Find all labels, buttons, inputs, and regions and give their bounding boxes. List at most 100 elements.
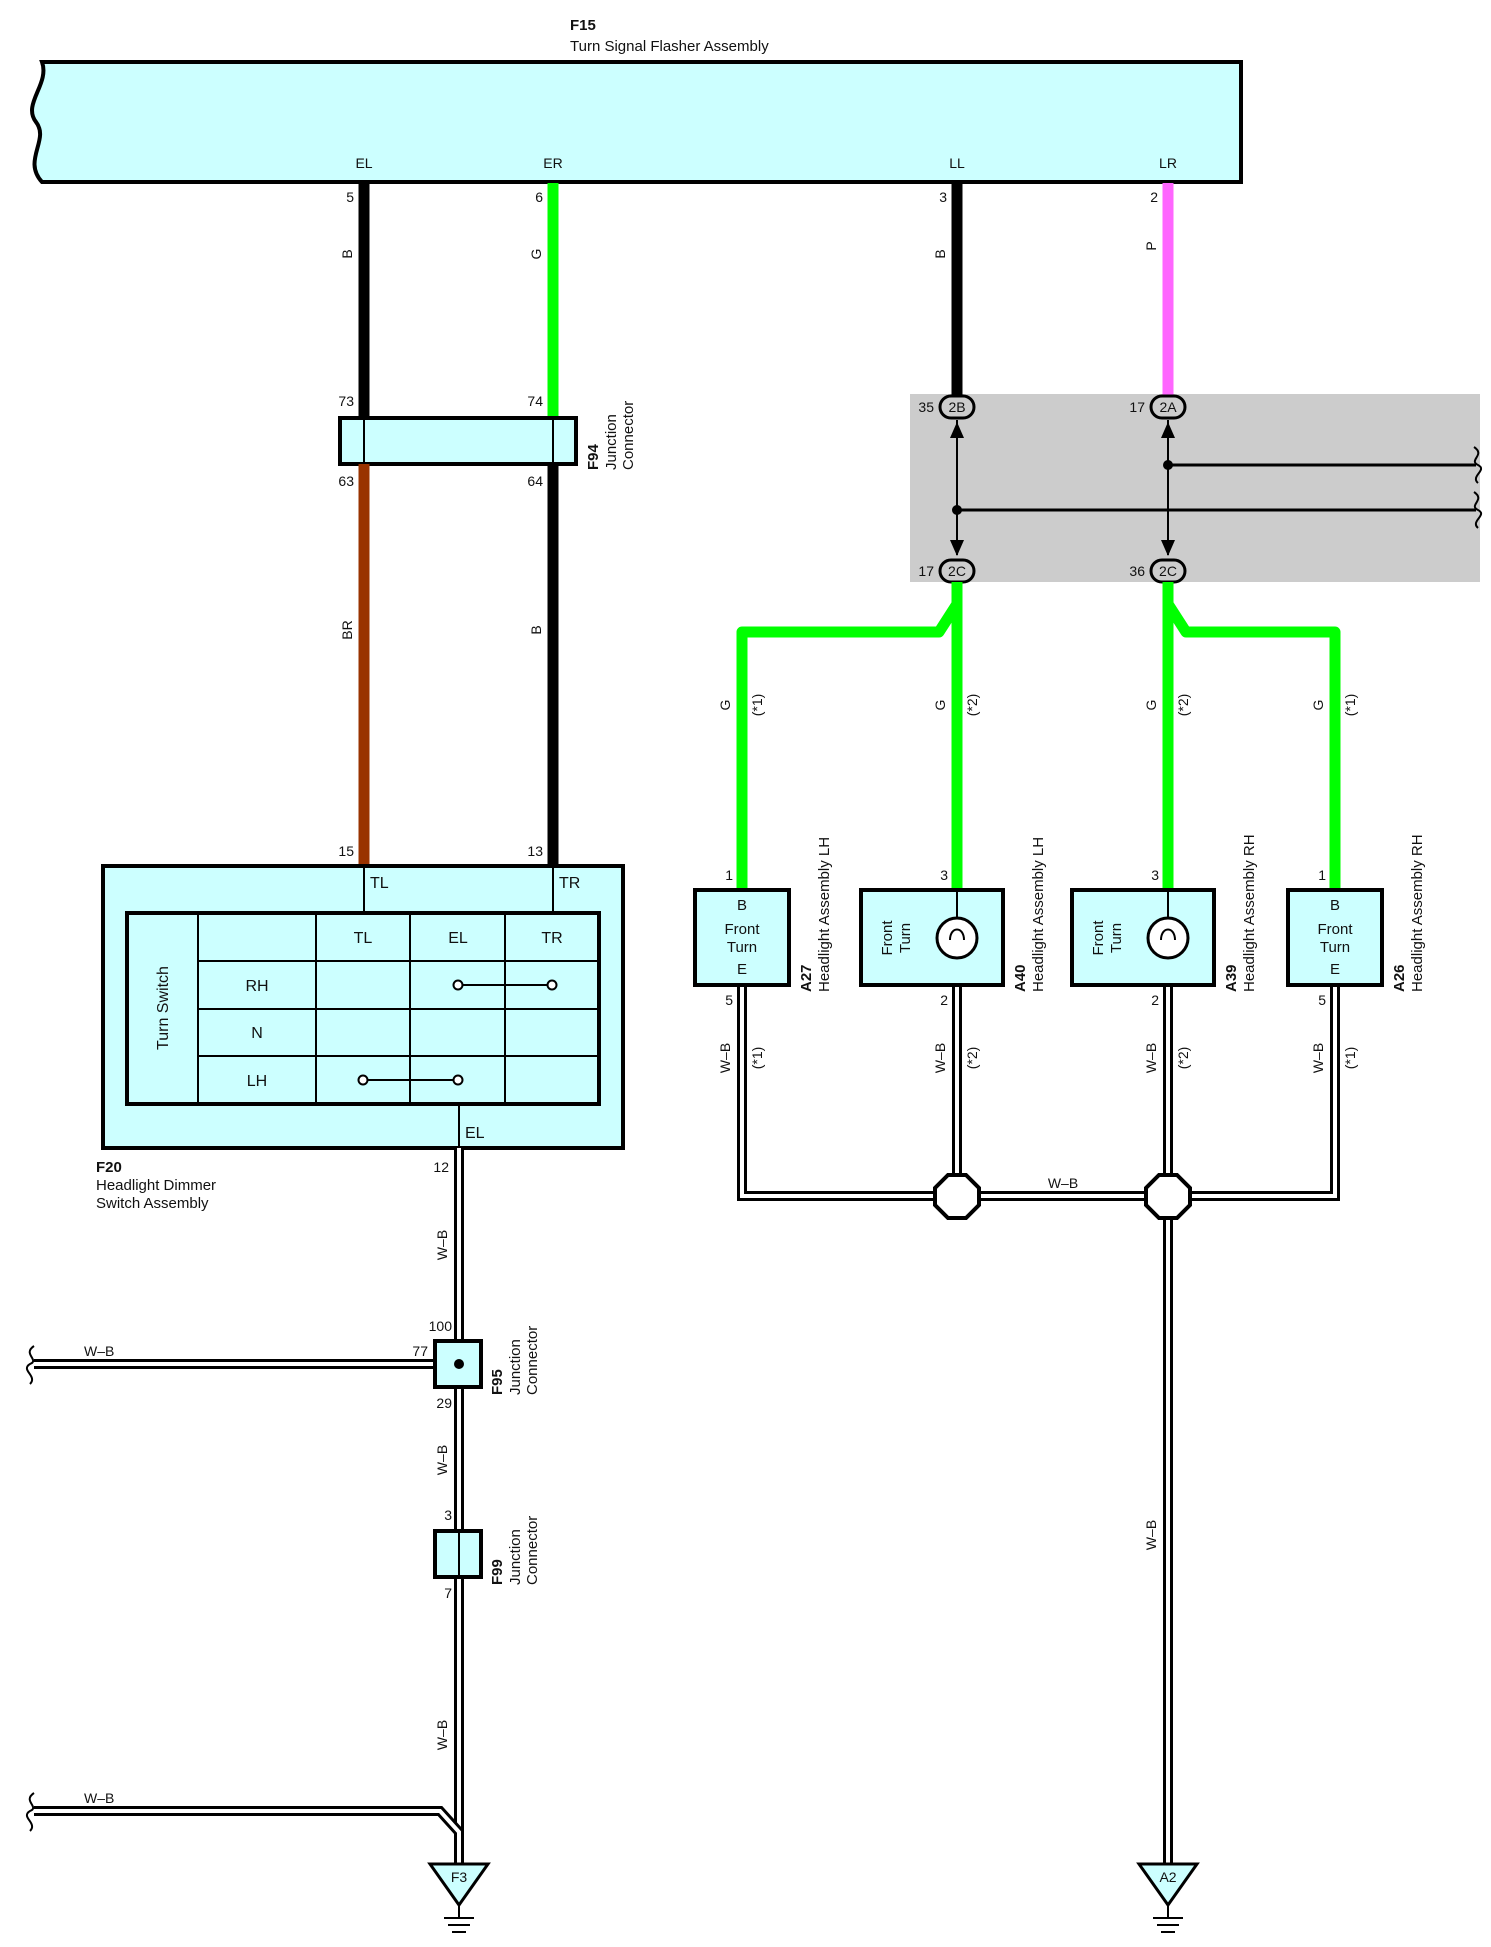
f15-terminal-lr: LR: [1159, 155, 1177, 171]
f95-splice-dot: [454, 1359, 464, 1369]
jb-connector-2c-left: 2C: [938, 558, 976, 584]
ground-a2: A2: [1136, 1862, 1200, 1933]
a26-mid1: Front: [1317, 921, 1353, 938]
pin-f15-2: 2: [1150, 189, 1158, 205]
pin-f94-74: 74: [527, 393, 543, 409]
pin-f95-77: 77: [412, 1343, 428, 1359]
f99-connector: 3 7 F99 Junction Connector: [433, 1507, 541, 1601]
a40-box: [859, 888, 1005, 987]
ground-f3-label: F3: [451, 1869, 468, 1885]
f94-box: [338, 416, 578, 466]
f99-name1: Junction: [507, 1529, 524, 1585]
f95-id: F95: [489, 1369, 506, 1395]
a26-component: B Front Turn E 1 5 A26 Headlight Assembl…: [1286, 834, 1426, 1008]
wire-note-wb-a27: (*1): [749, 1047, 765, 1070]
wire-note-a39: (*2): [1175, 694, 1191, 717]
pin-f20-13: 13: [527, 843, 543, 859]
jb-arrow-right-up: [1161, 422, 1175, 438]
f99-id: F99: [489, 1559, 506, 1585]
wire-label-wb-a27: W–B: [717, 1043, 733, 1073]
green-wires-headlights: G (*1) G (*2) G (*2) G (*1): [717, 582, 1358, 890]
svg-text:2C: 2C: [948, 563, 966, 579]
table-header-el: EL: [448, 930, 468, 947]
ground-a2-label: A2: [1159, 1869, 1176, 1885]
splice-right: [1144, 1173, 1192, 1220]
table-row-rh: RH: [245, 978, 268, 995]
wire-label-br: BR: [339, 620, 355, 639]
a27-mid2: Turn: [727, 939, 757, 956]
f95-name2: Connector: [524, 1326, 541, 1395]
pin-f15-3: 3: [939, 189, 947, 205]
table-row-n: N: [251, 1025, 263, 1042]
a26-name: Headlight Assembly RH: [1409, 834, 1426, 992]
wire-label-wb-2: W–B: [434, 1445, 450, 1475]
a26-id: A26: [1391, 964, 1408, 992]
f15-component: F15 Turn Signal Flasher Assembly EL ER L…: [30, 17, 1243, 184]
a40-pin-bottom: 2: [940, 992, 948, 1008]
wire-label-g-a26: G: [1310, 700, 1326, 711]
a40-id: A40: [1012, 964, 1029, 992]
f94-name2: Connector: [620, 401, 637, 470]
svg-text:2C: 2C: [1159, 563, 1177, 579]
a27-pin-top: 1: [725, 867, 733, 883]
wire-wb-a26-core: [1190, 985, 1337, 1198]
table-header-tr: TR: [541, 930, 562, 947]
a26-mid2: Turn: [1320, 939, 1350, 956]
pin-f94-64: 64: [527, 473, 543, 489]
pin-f99-7: 7: [444, 1585, 452, 1601]
jb-break-1: [1473, 446, 1483, 484]
wire-label-g-a27: G: [717, 700, 733, 711]
a27-id: A27: [798, 964, 815, 992]
f99-name2: Connector: [524, 1516, 541, 1585]
turn-switch-label: Turn Switch: [155, 966, 172, 1050]
a40-bulb-icon: [935, 916, 979, 960]
a26-pin-top: 1: [1318, 867, 1326, 883]
a26-top: B: [1330, 897, 1340, 914]
pin-f15-6: 6: [535, 189, 543, 205]
wire-label-b-ll: B: [932, 249, 948, 258]
f94-name1: Junction: [603, 414, 620, 470]
table-row-lh: LH: [247, 1073, 267, 1090]
wire-label-wb-a40: W–B: [932, 1043, 948, 1073]
f15-terminal-ll: LL: [949, 155, 965, 171]
wire-wb-a26: [1190, 985, 1340, 1201]
a26-pin-bottom: 5: [1318, 992, 1326, 1008]
a39-name: Headlight Assembly RH: [1241, 834, 1258, 992]
svg-text:2B: 2B: [948, 399, 965, 415]
wire-label-p-lr: P: [1143, 241, 1159, 250]
jb-connector-2b: 2B: [938, 394, 976, 420]
ground-a2-triangle: [1136, 1862, 1200, 1908]
f20-name1: Headlight Dimmer: [96, 1177, 216, 1194]
pin-f95-100: 100: [429, 1318, 453, 1334]
a39-label2: Turn: [1108, 923, 1125, 953]
jb-connector-2c-right: 2C: [1149, 558, 1187, 584]
wire-wb-left-in-2: [34, 1806, 464, 1864]
a27-component: B Front Turn E 1 5 A27 Headlight Assembl…: [693, 837, 833, 1008]
f20-terminal-tr: TR: [559, 875, 580, 892]
f15-id: F15: [570, 17, 596, 34]
wire-label-wb-splice: W–B: [1048, 1175, 1078, 1191]
rh-continuity-dot-tr: [546, 979, 558, 991]
a26-box: [1286, 888, 1384, 987]
wires-top: [358, 183, 1174, 418]
wire-label-wb-a39: W–B: [1143, 1043, 1159, 1073]
jb-arrow-left-up: [950, 422, 964, 438]
pin-f94-73: 73: [338, 393, 354, 409]
jb-splice-2: [952, 505, 962, 515]
wire-break-left-1: [25, 1345, 35, 1385]
junction-block-internals: 2B 2A 2C 2C 35 17 17 36: [918, 394, 1483, 584]
a39-component: Front Turn 3 2 A39 Headlight Assembly RH: [1070, 834, 1258, 1008]
a40-label2: Turn: [897, 923, 914, 953]
a27-pin-bottom: 5: [725, 992, 733, 1008]
jb-connector-2a: 2A: [1149, 394, 1187, 420]
jb-pin-17-top: 17: [1129, 399, 1145, 415]
splice-left: [933, 1173, 981, 1220]
wire-note-wb-a40: (*2): [964, 1047, 980, 1070]
f15-terminal-er: ER: [543, 155, 562, 171]
wire-label-b-el: B: [339, 249, 355, 258]
wire-label-wb-a26: W–B: [1310, 1043, 1326, 1073]
jb-pin-17-bottom: 17: [918, 563, 934, 579]
a40-label1: Front: [879, 920, 896, 956]
pin-f20-12: 12: [433, 1159, 449, 1175]
